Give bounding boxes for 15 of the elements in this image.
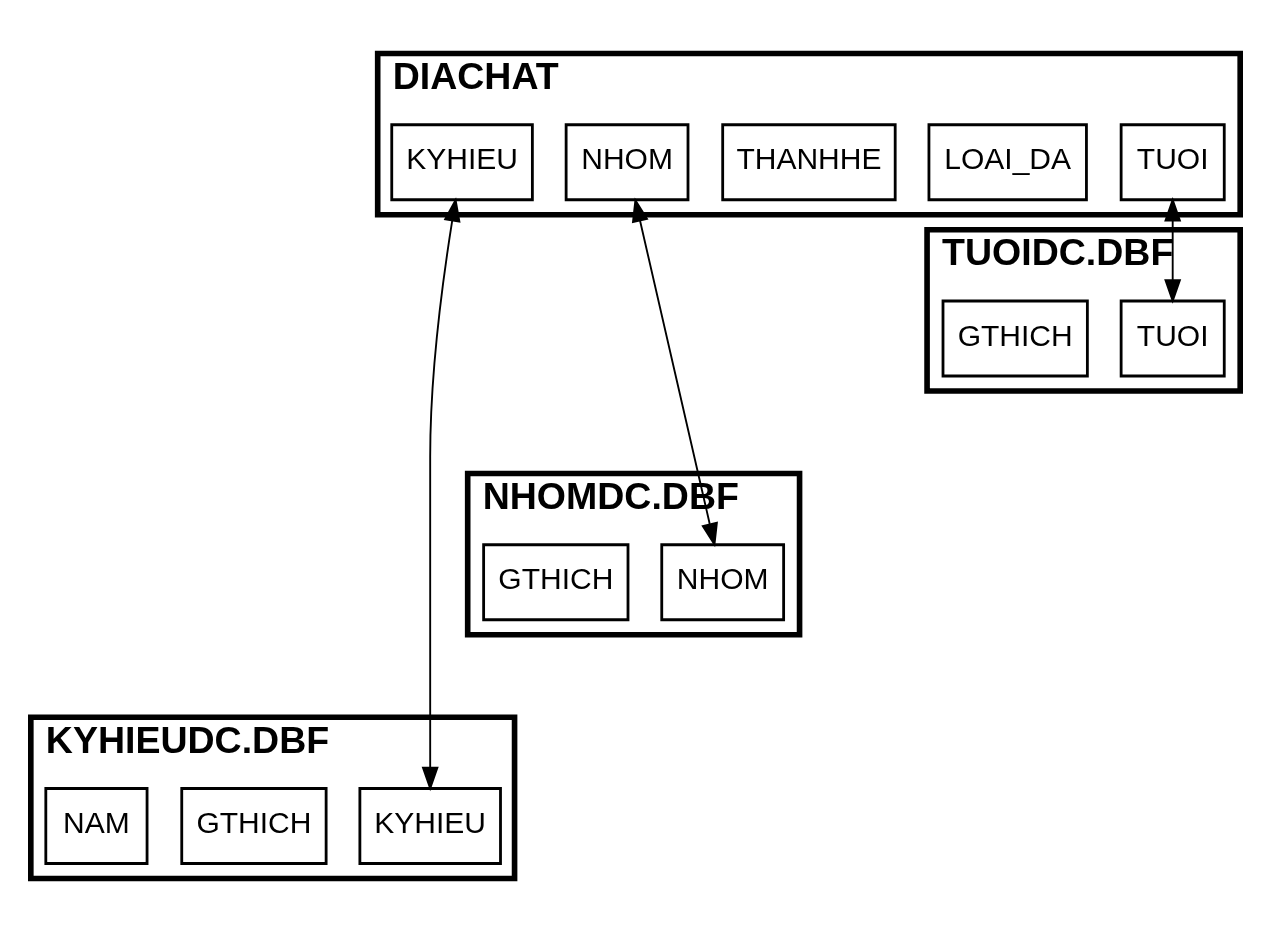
arrow <box>421 196 461 791</box>
node-box: TUOI <box>1119 299 1226 377</box>
node-box: KYHIEU <box>358 786 502 865</box>
node-box: NHOM <box>564 122 690 201</box>
node-box: GTHICH <box>941 299 1089 377</box>
node-box: NAM <box>44 786 149 865</box>
node-box: TUOI <box>1119 122 1226 201</box>
node-box: THANHHE <box>721 122 897 201</box>
arrow <box>631 197 718 547</box>
node-box: NHOM <box>660 542 786 621</box>
node-box: GTHICH <box>482 542 630 621</box>
node-box: GTHICH <box>180 786 328 865</box>
node-box: LOAI_DA <box>927 122 1088 201</box>
arrow <box>1164 196 1182 304</box>
node-box: KYHIEU <box>390 122 534 201</box>
